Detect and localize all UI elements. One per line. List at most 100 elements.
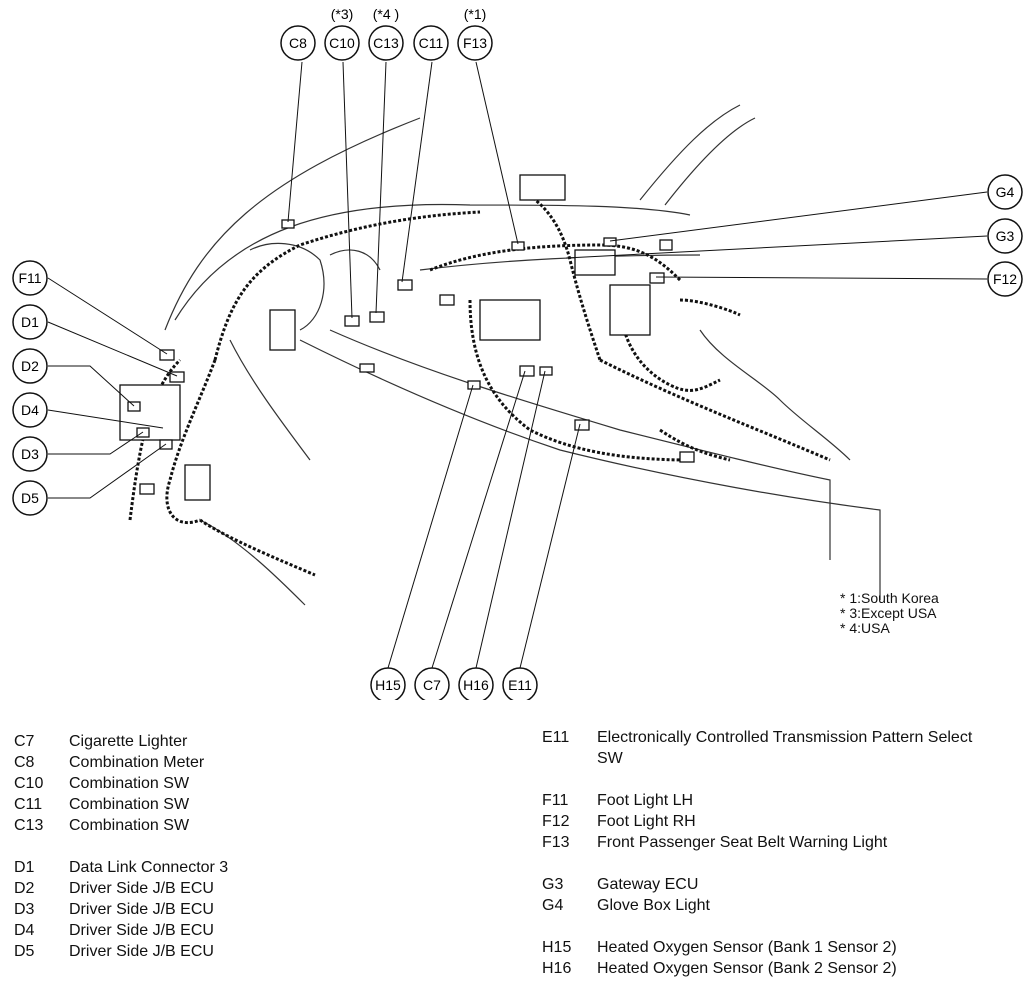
legend-row: F11 Foot Light LH bbox=[542, 790, 1022, 811]
legend-code: C13 bbox=[14, 817, 44, 834]
legend-row: H15 Heated Oxygen Sensor (Bank 1 Sensor 2… bbox=[542, 937, 1022, 958]
legend-desc: Gateway ECU bbox=[597, 876, 699, 893]
legend-spacer bbox=[542, 916, 1022, 937]
legend-code: D5 bbox=[14, 943, 35, 960]
legend-row: E11 Electronically Controlled Transmissio… bbox=[542, 727, 1022, 748]
callout-d1: D1 bbox=[12, 304, 48, 340]
legend-desc: Foot Light RH bbox=[597, 813, 696, 830]
callout-g3: G3 bbox=[987, 218, 1023, 254]
callout-c13: (*4 ) C13 bbox=[368, 6, 404, 61]
legend-row: C10 Combination SW bbox=[14, 773, 494, 794]
legend-code: F11 bbox=[542, 792, 569, 809]
dashboard-outline bbox=[164, 104, 881, 606]
legend-desc: Glove Box Light bbox=[597, 897, 710, 914]
legend-code: G3 bbox=[542, 876, 564, 893]
legend-desc: Heated Oxygen Sensor (Bank 2 Sensor 2) bbox=[597, 960, 897, 977]
footnotes: * 1:South Korea * 3:Except USA * 4:USA bbox=[840, 591, 939, 636]
legend-desc: Foot Light LH bbox=[597, 792, 694, 809]
legend-desc: SW bbox=[597, 750, 623, 767]
callout-label: C8 bbox=[289, 35, 307, 51]
legend-row: H16 Heated Oxygen Sensor (Bank 2 Sensor 2… bbox=[542, 958, 1022, 979]
legend-code: E11 bbox=[542, 729, 570, 746]
footnote: * 4:USA bbox=[840, 620, 890, 636]
callout-label: G3 bbox=[996, 228, 1015, 244]
legend-desc: Heated Oxygen Sensor (Bank 1 Sensor 2) bbox=[597, 939, 897, 956]
callout-c7: C7 bbox=[414, 667, 450, 700]
callout-c8: C8 bbox=[280, 25, 316, 61]
legend-spacer bbox=[542, 769, 1022, 790]
legend-row: G3 Gateway ECU bbox=[542, 874, 1022, 895]
callout-label: H15 bbox=[375, 677, 401, 693]
connector-blocks bbox=[119, 174, 695, 501]
callout-c10: (*3) C10 bbox=[324, 6, 360, 61]
callout-label: H16 bbox=[463, 677, 489, 693]
legend-desc: Driver Side J/B ECU bbox=[69, 943, 214, 960]
legend-code: F13 bbox=[542, 834, 570, 851]
legend-row: F12 Foot Light RH bbox=[542, 811, 1022, 832]
callout-label: D3 bbox=[21, 446, 39, 462]
footnote: * 3:Except USA bbox=[840, 605, 937, 621]
legend-desc: Driver Side J/B ECU bbox=[69, 880, 214, 897]
legend-row: F13 Front Passenger Seat Belt Warning Lig… bbox=[542, 832, 1022, 853]
callout-d3: D3 bbox=[12, 436, 48, 472]
legend-desc: Combination SW bbox=[69, 817, 190, 834]
legend-desc: Data Link Connector 3 bbox=[69, 859, 229, 876]
legend-code: D2 bbox=[14, 880, 35, 897]
callout-label: C7 bbox=[423, 677, 441, 693]
leader-lines bbox=[47, 61, 988, 669]
callout-g4: G4 bbox=[987, 174, 1023, 210]
legend-code: D4 bbox=[14, 922, 35, 939]
legend-desc: Cigarette Lighter bbox=[69, 733, 188, 750]
callout-f11: F11 bbox=[12, 260, 48, 296]
callout-label: D2 bbox=[21, 358, 39, 374]
legend-code: D1 bbox=[14, 859, 35, 876]
callout-label: F12 bbox=[993, 271, 1017, 287]
callout-e11: E11 bbox=[502, 667, 538, 700]
callout-d5: D5 bbox=[12, 480, 48, 516]
callout-note: (*4 ) bbox=[373, 6, 399, 22]
legend-spacer bbox=[542, 853, 1022, 874]
callout-c11: C11 bbox=[413, 25, 449, 61]
legend-desc: Combination SW bbox=[69, 775, 190, 792]
callout-label: D5 bbox=[21, 490, 39, 506]
legend-code: F12 bbox=[542, 813, 570, 830]
callout-d2: D2 bbox=[12, 348, 48, 384]
legend-code: H16 bbox=[542, 960, 572, 977]
legend-code: D3 bbox=[14, 901, 35, 918]
callout-label: F11 bbox=[18, 270, 41, 286]
legend-desc: Combination Meter bbox=[69, 754, 205, 771]
callout-label: G4 bbox=[996, 184, 1015, 200]
callout-label: C10 bbox=[329, 35, 355, 51]
callout-label: D4 bbox=[21, 402, 39, 418]
callout-note: (*3) bbox=[331, 6, 354, 22]
callout-d4: D4 bbox=[12, 392, 48, 428]
legend-row: D1 Data Link Connector 3 bbox=[14, 857, 494, 878]
wiring-diagram: C8 (*3) C10 (*4 ) C13 C11 (*1) F13 F11 D… bbox=[12, 6, 1023, 700]
legend-code: C10 bbox=[14, 775, 44, 792]
callout-note: (*1) bbox=[464, 6, 487, 22]
legend-row: C7 Cigarette Lighter bbox=[14, 731, 494, 752]
callout-f13: (*1) F13 bbox=[457, 6, 493, 61]
callout-label: E11 bbox=[508, 677, 532, 693]
legend-row: C13 Combination SW bbox=[14, 815, 494, 836]
legend-right: E11 Electronically Controlled Transmissio… bbox=[542, 727, 1022, 979]
callout-label: C13 bbox=[373, 35, 399, 51]
callout-f12: F12 bbox=[987, 261, 1023, 297]
legend-row: SW bbox=[542, 748, 1022, 769]
legend-desc: Electronically Controlled Transmission P… bbox=[597, 729, 973, 746]
legend-code: H15 bbox=[542, 939, 572, 956]
callout-label: D1 bbox=[21, 314, 39, 330]
legend-code: C11 bbox=[14, 796, 43, 813]
callout-label: F13 bbox=[463, 35, 487, 51]
legend-row: D5 Driver Side J/B ECU bbox=[14, 941, 494, 962]
legend-code: C7 bbox=[14, 733, 35, 750]
legend-code: G4 bbox=[542, 897, 564, 914]
legend-code bbox=[542, 748, 597, 769]
footnote: * 1:South Korea bbox=[840, 590, 939, 606]
callout-h16: H16 bbox=[458, 667, 494, 700]
legend-desc: Front Passenger Seat Belt Warning Light bbox=[597, 834, 888, 851]
